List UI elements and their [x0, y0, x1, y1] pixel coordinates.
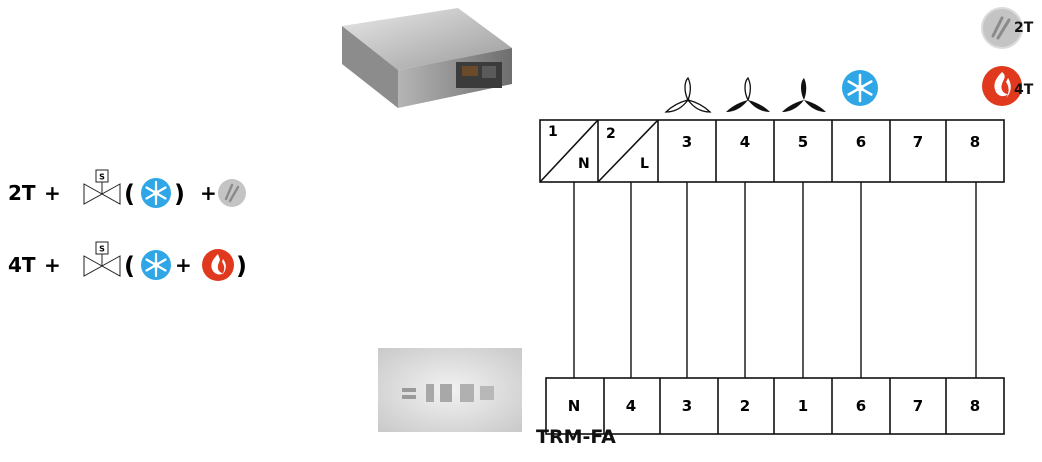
formula-4t-open-paren: (: [124, 252, 135, 280]
formula-2t-close-paren: ): [174, 180, 185, 208]
valve-label: S: [99, 173, 105, 182]
formula-4t-prefix: 4T: [8, 253, 36, 277]
top-terminal-8: 8: [970, 133, 980, 151]
snowflake-icon: [842, 70, 878, 106]
bottom-terminal-7: 7: [913, 397, 923, 415]
bottom-terminal-8: 8: [970, 397, 980, 415]
formula-4t-close-paren: ): [236, 252, 247, 280]
flame-icon: [982, 66, 1022, 106]
thermostat-image: [378, 348, 522, 432]
bottom-terminal-6: 6: [856, 397, 866, 415]
flame-icon: [202, 249, 234, 281]
top-terminal-1-num: 1: [548, 124, 558, 140]
bottom-terminal-1: 1: [798, 397, 808, 415]
bottom-terminal-3: 3: [682, 397, 692, 415]
top-terminal-3: 3: [682, 133, 692, 151]
top-terminal-2-sub: L: [640, 156, 649, 172]
bottom-terminal-n: N: [568, 397, 581, 415]
formula-4t-plus: +: [44, 253, 61, 277]
heater-element-icon: [981, 7, 1023, 49]
snowflake-icon: [139, 248, 173, 282]
snowflake-icon: [139, 176, 173, 210]
legend-2t-label: 2T: [1014, 20, 1034, 36]
formula-2t-plus: +: [44, 181, 61, 205]
top-terminal-1-sub: N: [578, 156, 590, 172]
formula-4t: 4T + S ( + ): [8, 241, 247, 282]
formula-2t-open-paren: (: [124, 180, 135, 208]
top-terminal-5: 5: [798, 133, 808, 151]
top-terminal-2-num: 2: [606, 126, 616, 142]
solenoid-valve-icon: S: [83, 169, 121, 205]
top-terminal-6: 6: [856, 133, 866, 151]
top-terminal-block: 1 N 2 L 3 4 5 6 7 8: [539, 119, 1005, 183]
wires: [573, 182, 977, 378]
bottom-terminal-block: N 4 3 2 1 6 7 8: [545, 377, 1005, 435]
device-model-label: TRM-FA: [536, 426, 616, 448]
valve-label: S: [99, 245, 105, 254]
legend-4t-label: 4T: [1014, 82, 1034, 98]
top-terminal-4: 4: [740, 133, 750, 151]
formula-2t-prefix: 2T: [8, 181, 36, 205]
bottom-terminal-4: 4: [626, 397, 636, 415]
fan-speed-high-icon: [782, 78, 826, 112]
top-terminal-7: 7: [913, 133, 923, 151]
bottom-terminal-2: 2: [740, 397, 750, 415]
wiring-diagram: 1 N 2 L 3 4 5 6 7 8 N 4 3 2 1 6 7 8: [539, 70, 1005, 435]
configuration-formulas: 2T + S ( ) + 4T + S ( + ): [8, 169, 247, 282]
formula-2t: 2T + S ( ) +: [8, 169, 246, 210]
formula-4t-plus-mid: +: [175, 253, 192, 277]
formula-2t-plus-2: +: [200, 181, 217, 205]
solenoid-valve-icon: S: [83, 241, 121, 277]
heater-element-icon: [218, 179, 246, 207]
fan-coil-unit-image: [342, 8, 512, 108]
fan-speed-low-icon: [664, 76, 712, 113]
fan-speed-medium-icon: [726, 76, 770, 112]
